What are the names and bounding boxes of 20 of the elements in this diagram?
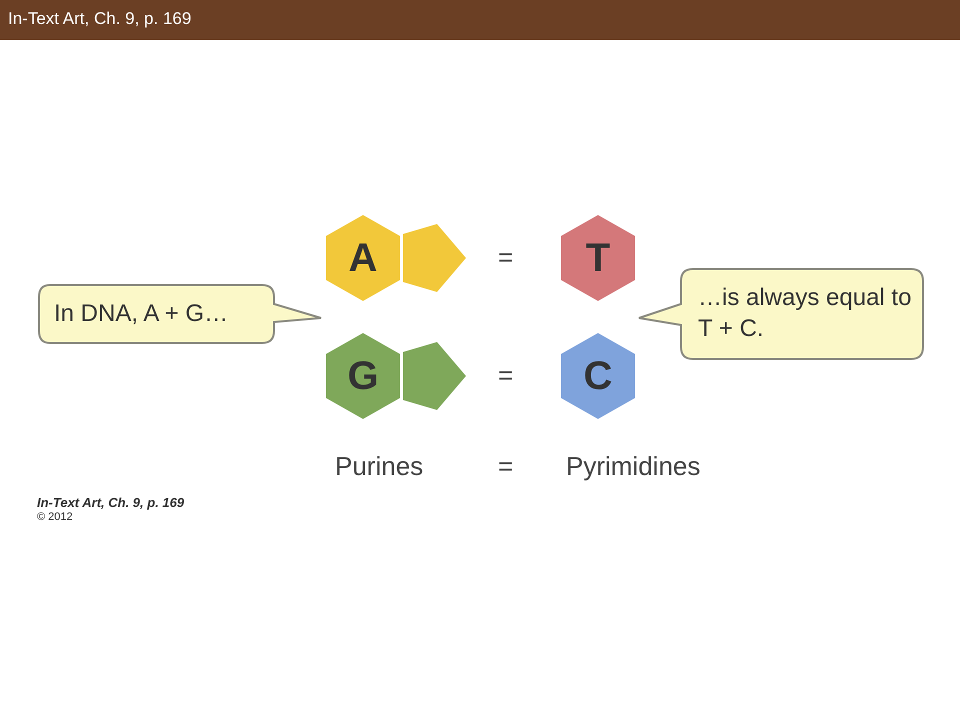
copyright-note: © 2012	[37, 512, 73, 523]
purine-shape	[325, 332, 468, 420]
base-letter: T	[584, 238, 612, 278]
base-letter: A	[348, 238, 378, 278]
bubble-text: …is always equal to T + C.	[698, 283, 912, 344]
equals-sign: =	[498, 453, 514, 479]
figure-caption: In-Text Art, Ch. 9, p. 169	[37, 496, 184, 509]
header-title: In-Text Art, Ch. 9, p. 169	[8, 9, 192, 29]
purine-shape	[325, 214, 468, 302]
speech-bubble	[638, 268, 924, 360]
equals-sign: =	[498, 362, 514, 388]
pyrimidine-shape	[560, 332, 636, 420]
speech-bubble	[38, 284, 322, 344]
row-label: Pyrimidines	[566, 453, 700, 479]
base-letter: G	[346, 356, 380, 396]
equals-sign: =	[498, 244, 514, 270]
pyrimidine-shape	[560, 214, 636, 302]
row-label: Purines	[335, 453, 424, 479]
bubble-text: In DNA, A + G…	[54, 299, 230, 329]
base-letter: C	[582, 356, 614, 396]
